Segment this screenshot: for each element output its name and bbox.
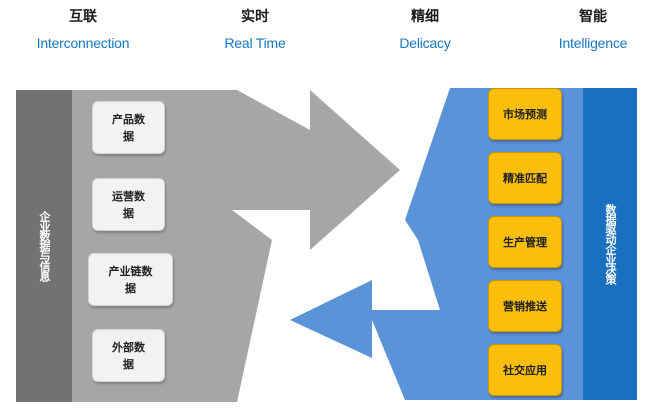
data-card-external: 外部数据: [92, 329, 165, 382]
decision-box-marketing-push: 营销推送: [488, 280, 562, 332]
header-cn: 智能: [579, 9, 607, 25]
left-vertical-label: 企业数据与信息: [38, 211, 51, 281]
header-en: Interconnection: [36, 35, 130, 51]
header-en: Real Time: [224, 35, 286, 51]
header-en: Intelligence: [558, 35, 628, 51]
gray-arrow-shape: [72, 90, 400, 402]
header-cn: 实时: [241, 9, 269, 25]
header-en: Delicacy: [399, 35, 451, 51]
header-delicacy: 精细 Delicacy: [350, 8, 500, 51]
data-card-operations: 运营数据: [92, 178, 165, 231]
data-card-supply-chain: 产业链数据: [88, 253, 173, 306]
decision-box-production-management: 生产管理: [488, 216, 562, 268]
left-sidebar-bar: [16, 90, 72, 402]
header-cn: 互联: [69, 9, 97, 25]
right-sidebar-bar: [583, 88, 637, 400]
header-real-time: 实时 Real Time: [180, 8, 330, 51]
data-card-product: 产品数据: [92, 101, 165, 154]
right-vertical-label: 数据驱动企业决策: [604, 204, 617, 284]
header-interconnection: 互联 Interconnection: [8, 8, 158, 51]
header-cn: 精细: [411, 9, 439, 25]
decision-box-market-forecast: 市场预测: [488, 88, 562, 140]
decision-box-social-apps: 社交应用: [488, 344, 562, 396]
header-intelligence: 智能 Intelligence: [518, 8, 650, 51]
decision-box-precise-matching: 精准匹配: [488, 152, 562, 204]
